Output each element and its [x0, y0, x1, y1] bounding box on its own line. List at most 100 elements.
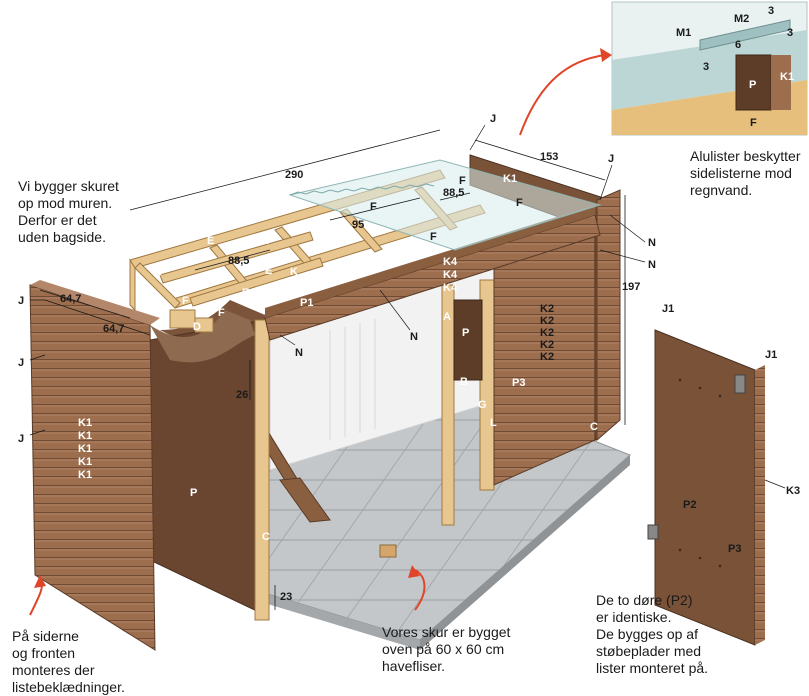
- label-A-right: A: [443, 311, 451, 323]
- label-E-2: E: [265, 265, 272, 277]
- label-F-3: F: [218, 307, 225, 319]
- caption-line: sidelisterne mod: [690, 165, 792, 181]
- caption-line: op mod muren.: [18, 195, 113, 211]
- label-K4-1: K4: [443, 256, 458, 268]
- label-P3-front: P3: [512, 377, 525, 389]
- label-B: B: [460, 376, 468, 388]
- label-K1-5: K1: [78, 469, 92, 481]
- caption-cladding-note: På siderne og fronten monteres der liste…: [12, 628, 125, 696]
- label-K3: K3: [786, 485, 800, 497]
- label-P-roof: P: [266, 235, 273, 247]
- label-K2-2: K2: [540, 315, 554, 327]
- label-K1-inset: K1: [780, 71, 794, 83]
- label-J-roof: J: [490, 113, 496, 125]
- label-P-inset: P: [749, 79, 756, 91]
- label-F-1: F: [155, 269, 162, 281]
- dim-inset-3b: 3: [787, 27, 793, 39]
- arrow-heads: [34, 48, 612, 588]
- dim-inset-6: 6: [735, 39, 741, 51]
- label-K2-4: K2: [540, 339, 554, 351]
- caption-line: lister monteret på.: [596, 660, 709, 676]
- back-door-panel: [453, 299, 483, 381]
- label-N-2: N: [648, 259, 656, 271]
- caption-line: oven på 60 x 60 cm: [382, 641, 505, 657]
- label-F-7: F: [516, 197, 523, 209]
- caption-line: På siderne: [12, 628, 79, 644]
- dim-inset-3c: 3: [703, 61, 709, 73]
- label-M2: M2: [734, 13, 749, 25]
- label-L: L: [490, 417, 497, 429]
- dimension-lines: [39, 129, 626, 610]
- left-cladding-panel: [29, 280, 160, 651]
- label-J1-side: J1: [765, 349, 777, 361]
- caption-doors-note: De to døre (P2) er identiske. De bygges …: [596, 592, 708, 677]
- caption-line: regnvand.: [690, 182, 753, 198]
- caption-line: Vores skur er bygget: [382, 624, 511, 640]
- caption-line: De to døre (P2): [596, 592, 693, 608]
- leader-lines: [29, 124, 786, 489]
- caption-line: er identiske.: [596, 609, 672, 625]
- label-J1-top: J1: [662, 303, 674, 315]
- label-G: G: [478, 399, 487, 411]
- label-P1: P1: [300, 297, 313, 309]
- label-D: D: [193, 321, 201, 333]
- caption-line: Derfor er det: [18, 212, 97, 228]
- dim-front-26: 26: [236, 389, 248, 401]
- dim-height-right: 197: [622, 281, 640, 293]
- k4-stack: K4 K4 K4: [443, 256, 458, 294]
- dim-inset-3a: 3: [768, 5, 774, 17]
- loose-door: [647, 329, 765, 646]
- dim-front-23: 23: [280, 591, 292, 603]
- label-N-1: N: [648, 237, 656, 249]
- caption-line: Vi bygger skuret: [18, 178, 119, 194]
- dim-rafter-gap-c: 95: [352, 219, 364, 231]
- label-J-left-2: J: [18, 357, 24, 369]
- label-K1-roof: K1: [503, 173, 517, 185]
- dim-rafter-gap-b: 88,5: [228, 255, 249, 267]
- label-K4-2: K4: [443, 269, 458, 281]
- floor-block: [379, 544, 397, 558]
- label-K1-2: K1: [78, 430, 92, 442]
- caption-line: støbeplader med: [596, 643, 702, 659]
- label-A-left: A: [135, 283, 143, 295]
- caption-wall-note: Vi bygger skuret op mod muren. Derfor er…: [18, 178, 119, 246]
- label-F-8: F: [430, 231, 437, 243]
- label-K2-5: K2: [540, 351, 554, 363]
- label-P3-door: P3: [728, 543, 741, 555]
- caption-line: havefliser.: [382, 658, 446, 674]
- k2-stack: K2 K2 K2 K2 K2: [540, 303, 554, 363]
- label-P-left: P: [190, 487, 197, 499]
- inset-detail: [611, 1, 808, 136]
- label-E-3: E: [242, 287, 249, 299]
- label-K1-4: K1: [78, 456, 92, 468]
- label-P2: P2: [683, 499, 696, 511]
- k1-stack: K1 K1 K1 K1 K1: [78, 417, 92, 481]
- caption-line: De bygges op af: [596, 626, 698, 642]
- label-J-left-3: J: [18, 433, 24, 445]
- dim-rafter-gap-a: 88,5: [443, 187, 464, 199]
- label-P-door: P: [462, 327, 469, 339]
- label-K: K: [290, 266, 298, 278]
- label-K4-3: K4: [443, 282, 458, 294]
- label-F-2: F: [182, 295, 189, 307]
- label-K2-3: K2: [540, 327, 554, 339]
- label-J-right: J: [608, 153, 614, 165]
- dim-panel-w1: 64,7: [60, 293, 81, 305]
- caption-line: Alulister beskytter: [690, 148, 801, 164]
- roof-fascia: [264, 205, 601, 341]
- label-N-3: N: [410, 331, 418, 343]
- caption-line: monteres der: [12, 662, 95, 678]
- label-K2-1: K2: [540, 303, 554, 315]
- roof-sheet: [288, 159, 602, 251]
- caption-alu-note: Alulister beskytter sidelisterne mod reg…: [690, 148, 800, 199]
- label-F-4: F: [337, 267, 344, 279]
- label-M1: M1: [676, 27, 691, 39]
- label-E-1: E: [207, 235, 214, 247]
- dim-depth-top: 153: [540, 151, 558, 163]
- caption-tiles-note: Vores skur er bygget oven på 60 x 60 cm …: [382, 624, 510, 675]
- label-C-right: C: [590, 421, 598, 433]
- dim-width-top: 290: [285, 169, 303, 181]
